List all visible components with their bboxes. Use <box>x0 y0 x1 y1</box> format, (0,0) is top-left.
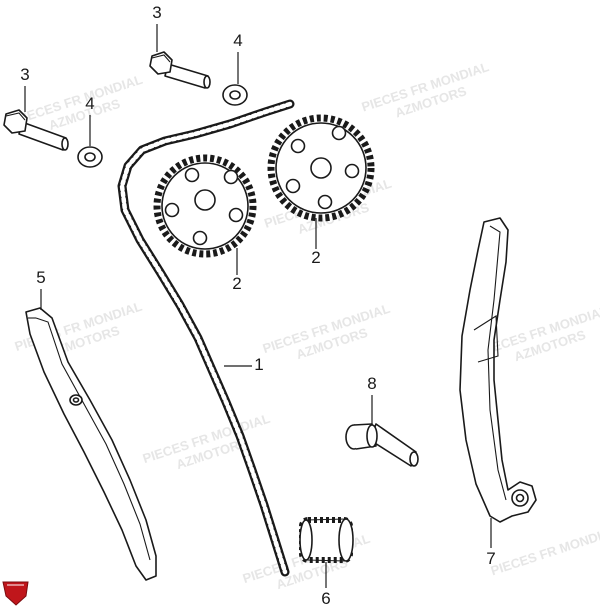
callout-number: 5 <box>36 268 45 287</box>
callout-pivot-bolt: 8 <box>367 374 377 424</box>
callout-number: 8 <box>367 374 376 393</box>
callout-crank-sprocket: 6 <box>321 562 331 606</box>
bolt-left <box>3 109 69 151</box>
callout-number: 7 <box>486 549 495 568</box>
callout-number: 4 <box>233 31 242 50</box>
camshaft-sprocket-right <box>267 114 375 222</box>
washer-top <box>222 84 248 106</box>
watermark-text: PIECES FR MONDIAL <box>489 523 600 578</box>
chain-guide <box>459 217 537 523</box>
crank-sprocket <box>299 517 354 563</box>
callout-number: 2 <box>232 274 241 293</box>
callout-sprocket-left: 2 <box>232 248 242 293</box>
callout-bolt-top: 3 <box>152 3 162 52</box>
washer-left <box>77 146 103 168</box>
callout-number: 2 <box>311 248 320 267</box>
camshaft-sprocket-left <box>153 154 257 258</box>
callout-tensioner-guide: 5 <box>36 268 46 310</box>
callout-chain: 1 <box>224 355 264 374</box>
callout-bolt-left: 3 <box>20 65 30 112</box>
callout-number: 1 <box>254 355 263 374</box>
callout-sprocket-right: 2 <box>311 218 321 267</box>
callout-number: 3 <box>20 65 29 84</box>
pivot-bolt <box>345 423 419 467</box>
callout-chain-guide: 7 <box>486 518 496 568</box>
callout-number: 4 <box>85 94 94 113</box>
callout-number: 3 <box>152 3 161 22</box>
callout-layer: 1 2 2 3 3 4 4 5 6 7 8 <box>20 3 495 606</box>
callout-number: 6 <box>321 589 330 606</box>
callout-washer-left: 4 <box>85 94 95 146</box>
bolt-top <box>149 51 211 89</box>
timing-chain <box>117 99 295 577</box>
azmotors-logo <box>2 581 29 606</box>
callout-washer-top: 4 <box>233 31 243 84</box>
tensioner-guide <box>25 307 157 581</box>
